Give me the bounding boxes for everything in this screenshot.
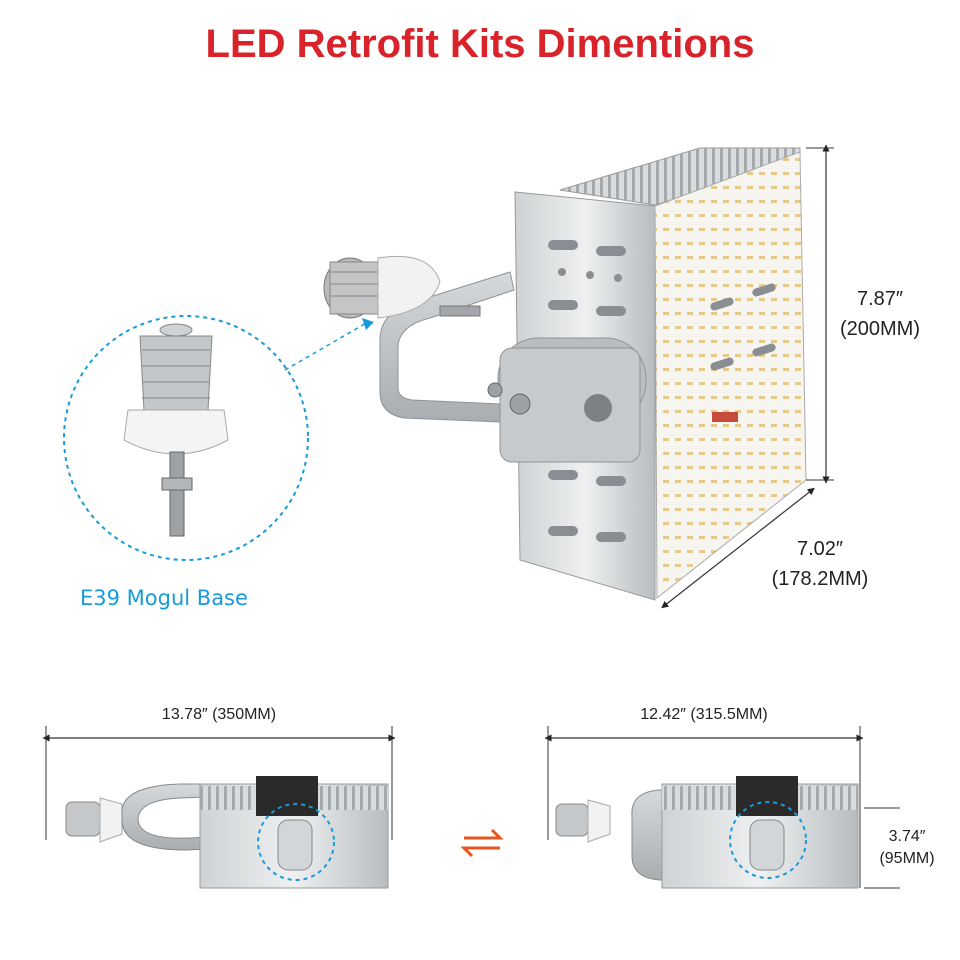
side-height-dimension: 3.74″ (95MM) bbox=[862, 826, 952, 870]
depth-dimension: 7.02″ (178.2MM) bbox=[752, 534, 888, 594]
led-panel bbox=[654, 151, 807, 600]
extended-length-label: 13.78″ (350MM) bbox=[161, 706, 277, 723]
depth-mm: (178.2MM) bbox=[771, 568, 869, 590]
height-mm: (200MM) bbox=[839, 318, 920, 340]
side-height-inches: 3.74″ bbox=[888, 828, 926, 845]
e39-socket-main bbox=[323, 255, 441, 319]
side-view-extended bbox=[42, 726, 396, 889]
base-callout bbox=[63, 315, 374, 561]
height-dimension: 7.87″ (200MM) bbox=[820, 284, 940, 344]
height-inches: 7.87″ bbox=[856, 288, 903, 310]
side-view-folded bbox=[544, 726, 900, 889]
side-height-mm: (95MM) bbox=[879, 850, 935, 867]
page-title: LED Retrofit Kits Dimentions bbox=[205, 22, 755, 66]
swap-arrows-icon bbox=[460, 828, 504, 858]
depth-inches: 7.02″ bbox=[796, 538, 843, 560]
folded-length-label: 12.42″ (315.5MM) bbox=[640, 706, 768, 723]
base-label: E39 Mogul Base bbox=[80, 586, 248, 610]
